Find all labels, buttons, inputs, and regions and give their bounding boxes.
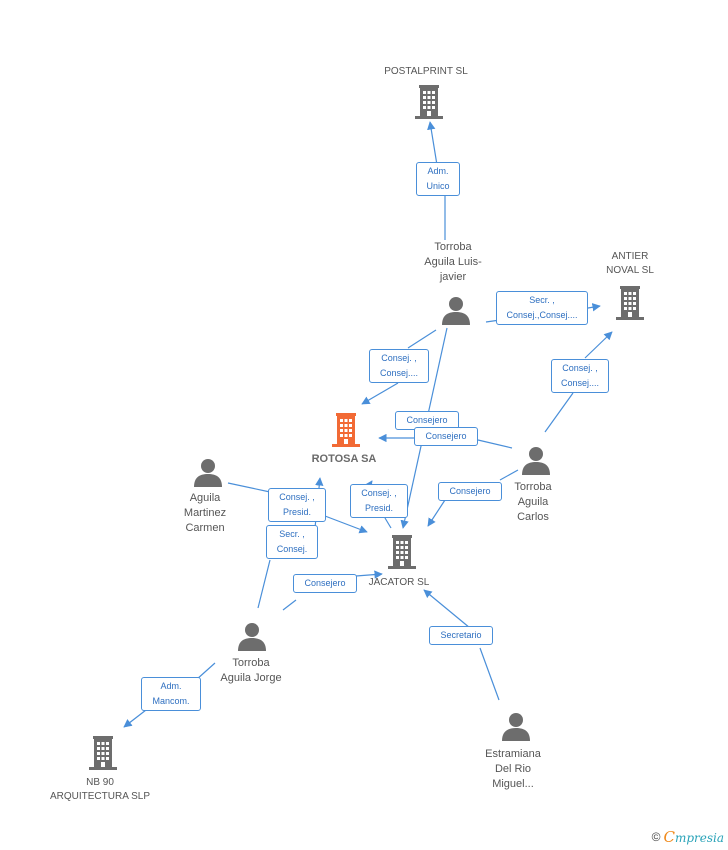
nb90-building-icon[interactable]	[89, 736, 117, 770]
edge-luis-rotosa	[362, 329, 437, 404]
postalprint-label[interactable]: POSTALPRINT SL	[384, 66, 468, 77]
edge-label-jorge-rotosa[interactable]: Secr. ,Consej.	[266, 525, 318, 559]
rotosa-building-icon[interactable]	[332, 413, 360, 447]
copyright-icon: ©	[651, 830, 661, 844]
aguila-martinez-person-icon[interactable]	[193, 457, 223, 487]
edge-label-estramiana-jacator[interactable]: Secretario	[429, 626, 493, 645]
antier-building-icon[interactable]	[616, 286, 644, 320]
edge-luis-postalprint	[430, 122, 446, 240]
edge-jorge-jacator	[282, 574, 382, 611]
edge-lines	[124, 122, 612, 727]
torroba-carlos-person-icon[interactable]	[521, 445, 551, 475]
edge-label-martinez-jacator[interactable]: Consej. ,Presid.	[268, 488, 326, 522]
jacator-building-icon[interactable]	[388, 535, 416, 569]
edge-label-carlos-jacator[interactable]: Consejero	[438, 482, 502, 501]
edge-label-jacator-rotosa[interactable]: Consej. ,Presid.	[350, 484, 408, 518]
edge-carlos-rotosa	[379, 438, 513, 449]
rotosa-label[interactable]: ROTOSA SA	[311, 453, 377, 465]
brand-footer: © Cmpresia	[652, 828, 724, 846]
edge-label-jorge-jacator[interactable]: Consejero	[293, 574, 357, 593]
edge-label-adm-mancom[interactable]: Adm.Mancom.	[141, 677, 201, 711]
edge-label-luis-rotosa[interactable]: Consej. ,Consej....	[369, 349, 429, 383]
torroba-jorge-person-icon[interactable]	[237, 621, 267, 651]
edge-label-carlos-antier[interactable]: Consej. ,Consej....	[551, 359, 609, 393]
estramiana-person-icon[interactable]	[501, 711, 531, 741]
torroba-luis-person-icon[interactable]	[441, 295, 471, 325]
edge-martinez-jacator	[227, 482, 367, 532]
edge-label-carlos-rotosa[interactable]: Consejero	[414, 427, 478, 446]
edge-label-adm-unico[interactable]: Adm.Unico	[416, 162, 460, 196]
jacator-label[interactable]: JACATOR SL	[368, 577, 430, 588]
edge-carlos-jacator	[428, 469, 519, 526]
empresia-logo[interactable]: Cmpresia	[663, 828, 724, 846]
edge-estramiana-jacator	[424, 590, 500, 701]
edge-carlos-antier	[544, 332, 612, 433]
postalprint-building-icon[interactable]	[415, 85, 443, 119]
edge-label-luis-antier[interactable]: Secr. ,Consej.,Consej....	[496, 291, 588, 325]
